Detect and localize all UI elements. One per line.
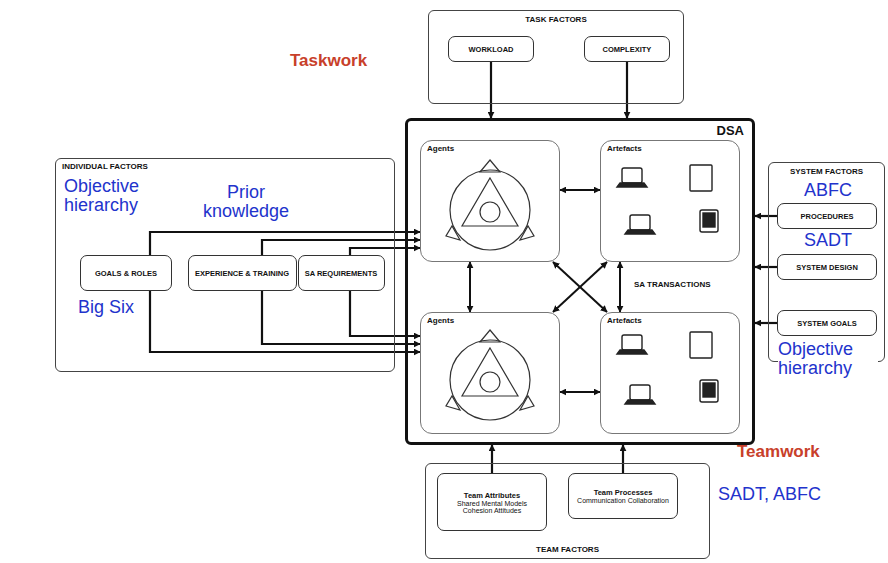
- connector-arrow: [619, 262, 621, 312]
- team-box: Team ProcessesCommunication Collaboratio…: [568, 473, 678, 519]
- method-label: SADT: [804, 231, 852, 250]
- group-heading: Artefacts: [607, 144, 642, 153]
- factor-box: SYSTEM DESIGN: [777, 254, 877, 280]
- connector-arrow: [622, 445, 624, 473]
- factor-box: SYSTEM GOALS: [777, 310, 877, 336]
- connector-arrow: [262, 291, 420, 344]
- method-label: Objective hierarchy: [64, 177, 160, 215]
- box-label: COMPLEXITY: [603, 45, 652, 54]
- method-label: Prior knowledge: [185, 183, 307, 221]
- puzzle-piece: Agents: [420, 140, 560, 262]
- connector-arrow: [150, 291, 420, 352]
- box-label: SA REQUIREMENTS: [305, 269, 378, 278]
- team-box: Team AttributesShared Mental Models Cohe…: [437, 473, 547, 531]
- connector-arrow: [262, 240, 420, 255]
- transaction-label: SA TRANSACTIONS: [634, 281, 711, 289]
- factor-box: COMPLEXITY: [584, 36, 670, 62]
- group-heading: INDIVIDUAL FACTORS: [62, 162, 148, 171]
- connector-arrow: [150, 232, 420, 255]
- factor-group: TASK FACTORS WORKLOAD COMPLEXITY: [428, 10, 684, 104]
- agent-icon: [446, 330, 534, 420]
- box-label: GOALS & ROLES: [95, 269, 157, 278]
- group-heading: Artefacts: [607, 316, 642, 325]
- factor-box: PROCEDURES: [777, 203, 877, 229]
- connector-arrow: [560, 189, 600, 191]
- agent-icon: [446, 160, 534, 250]
- box-body: Shared Mental Models Cohesion Attitudes: [446, 500, 538, 514]
- connector-arrow: [490, 62, 492, 118]
- method-label: ABFC: [804, 181, 852, 200]
- connector-arrow: [553, 262, 607, 312]
- connector-arrow: [491, 445, 493, 473]
- box-label: SYSTEM DESIGN: [796, 263, 858, 272]
- puzzle-piece: Artefacts: [600, 140, 740, 262]
- puzzle-piece: Agents: [420, 312, 560, 434]
- factor-group: TEAM FACTORS Team AttributesShared Mental…: [425, 463, 710, 559]
- puzzle-piece: Artefacts: [600, 312, 740, 434]
- box-label: Team Processes: [594, 488, 653, 497]
- connector-arrow: [755, 266, 777, 268]
- connector-arrow: [626, 62, 628, 118]
- connector-arrow: [755, 215, 777, 217]
- group-heading: TEAM FACTORS: [426, 545, 709, 554]
- connector-arrow: [350, 291, 420, 336]
- box-body: Communication Collaboration: [577, 497, 669, 504]
- group-heading: DSA: [717, 123, 744, 138]
- connector-arrow: [350, 248, 420, 255]
- group-heading: Agents: [427, 316, 454, 325]
- factor-box: SA REQUIREMENTS: [298, 255, 385, 291]
- group-heading: TASK FACTORS: [429, 15, 683, 24]
- connector-arrow: [553, 262, 607, 312]
- box-label: EXPERIENCE & TRAINING: [195, 269, 289, 278]
- box-label: PROCEDURES: [801, 212, 854, 221]
- group-heading: SYSTEM FACTORS: [769, 167, 884, 176]
- section-label: Teamwork: [737, 443, 820, 461]
- connector-arrow: [560, 391, 600, 393]
- method-label: Objective hierarchy: [778, 340, 878, 378]
- box-label: WORKLOAD: [469, 45, 514, 54]
- method-label: Big Six: [78, 298, 134, 317]
- connector-arrow: [755, 322, 777, 324]
- factor-box: EXPERIENCE & TRAINING: [188, 255, 297, 291]
- method-label: SADT, ABFC: [718, 485, 821, 504]
- box-label: SYSTEM GOALS: [797, 319, 857, 328]
- connector-arrow: [469, 262, 471, 312]
- section-label: Taskwork: [290, 52, 367, 70]
- artefact-icons: [617, 165, 718, 404]
- box-label: Team Attributes: [464, 491, 520, 500]
- factor-box: WORKLOAD: [448, 36, 534, 62]
- group-heading: Agents: [427, 144, 454, 153]
- factor-box: GOALS & ROLES: [80, 255, 172, 291]
